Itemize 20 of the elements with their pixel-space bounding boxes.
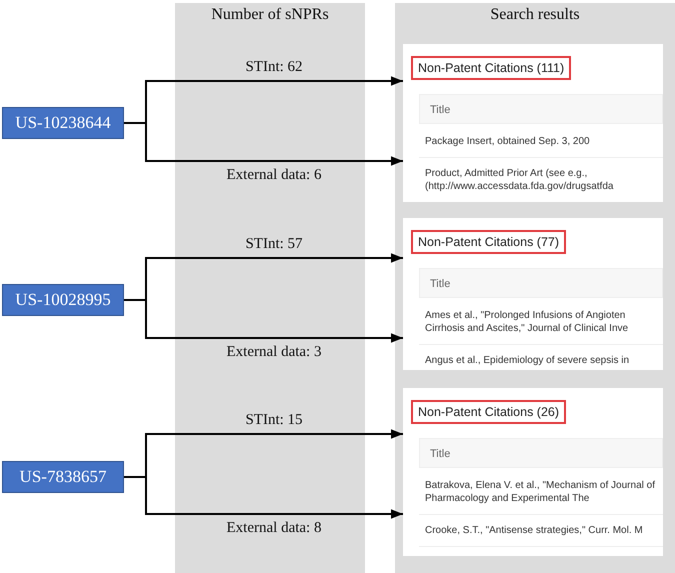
table-header: Title xyxy=(419,94,663,124)
table-header: Title xyxy=(419,268,663,298)
table-row: Angus et al., Epidemiology of severe sepsis in xyxy=(419,345,663,370)
column-heading: Number of sNPRs xyxy=(210,6,330,24)
patent-number-box: US-10028995 xyxy=(2,284,124,316)
screenshot-card xyxy=(403,218,663,370)
section-heading: Non-Patent Citations (26) xyxy=(411,400,566,424)
screenshot-card xyxy=(403,44,663,202)
table-row: Ames et al., "Prolonged Infusions of Angioten Cirrhosis and Ascites," Journal of Clinical Inve xyxy=(419,300,663,345)
patent-number-box: US-10238644 xyxy=(2,107,124,139)
table-row: Package Insert, obtained Sep. 3, 200 xyxy=(419,126,663,158)
patent-number-box: US-7838657 xyxy=(2,461,124,493)
table-row: Product, Admitted Prior Art (see e.g., (http://www.accessdata.fda.gov/drugsatfda xyxy=(419,158,663,202)
section-heading: Non-Patent Citations (111) xyxy=(411,56,572,80)
table-row: Crooke, S.T., "Antisense strategies," Curr. Mol. M xyxy=(419,515,663,547)
screenshot-card xyxy=(403,388,663,556)
table-header: Title xyxy=(419,438,663,468)
section-heading: Non-Patent Citations (77) xyxy=(411,230,566,254)
column-heading: Search results xyxy=(489,6,581,24)
table-row: Batrakova, Elena V. et al., "Mechanism of Journal of Pharmacology and Experimental The xyxy=(419,470,663,515)
